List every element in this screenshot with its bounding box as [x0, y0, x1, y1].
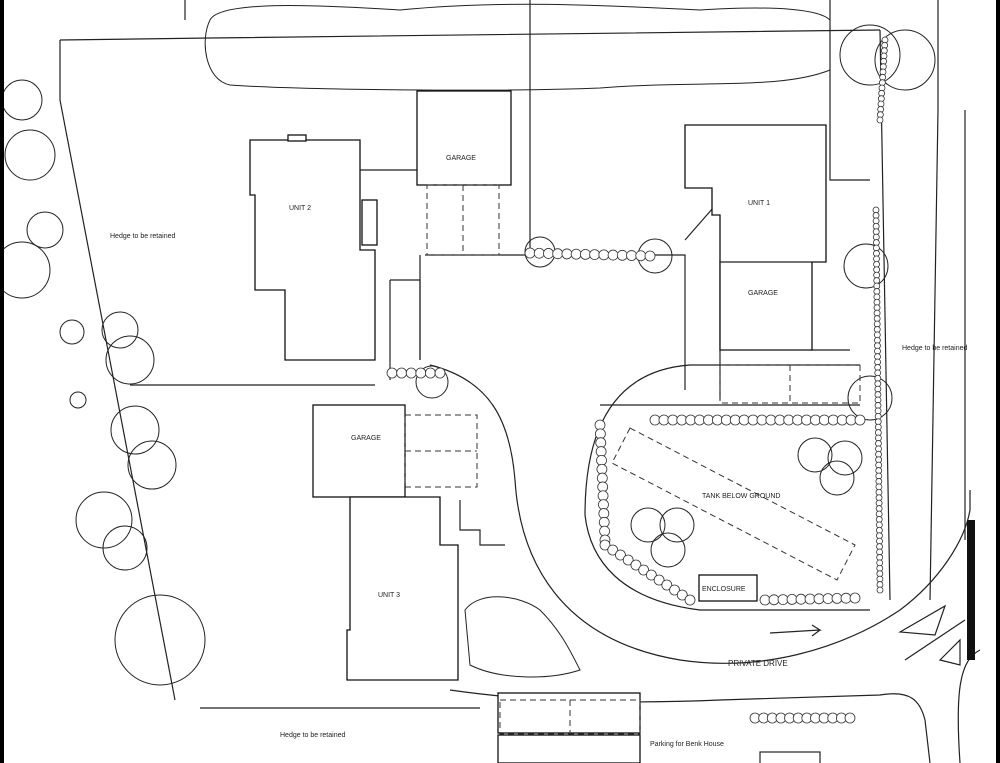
label-garage-2: GARAGE: [748, 290, 778, 297]
hedge-shrub: [386, 367, 398, 379]
hedge-shrub: [765, 414, 777, 426]
hedge-shrub: [589, 249, 601, 261]
unit-3-building: [346, 496, 459, 681]
hedge-shrub: [598, 249, 610, 261]
label-garage-1: GARAGE: [446, 155, 476, 162]
hedge-shrub: [827, 414, 839, 426]
hedge-shrub: [685, 414, 697, 426]
hedge-shrub: [424, 367, 436, 379]
hedge-shrub: [615, 549, 626, 561]
hedge-shrub: [845, 414, 857, 426]
hedge-shrub: [616, 249, 628, 261]
unit-1-building: [684, 124, 827, 351]
hedge-shrub: [653, 574, 665, 586]
hedge-shrub: [552, 248, 564, 260]
hedge-shrub: [795, 593, 807, 605]
hedge-shrub: [645, 569, 657, 581]
hedge-shrub: [543, 248, 554, 259]
hedge-shrub: [694, 414, 705, 426]
hedge-shrub: [669, 584, 680, 596]
tank-outline: [611, 427, 856, 581]
hedge-shrub: [876, 586, 884, 594]
hedge-shrub: [661, 579, 673, 591]
hedge-shrub: [579, 248, 591, 260]
hedge-shrub: [836, 414, 848, 426]
hedge-shrub: [792, 414, 804, 426]
hedge-shrub: [768, 594, 780, 606]
hedge-shrub: [676, 589, 688, 601]
hedge-shrub: [844, 712, 856, 724]
hedge-shrub: [822, 593, 834, 604]
label-enclosure: ENCLOSURE: [702, 586, 746, 593]
label-unit-2: UNIT 2: [289, 205, 311, 212]
buildings: [249, 90, 827, 763]
label-hedge-east: Hedge to be retained: [902, 345, 967, 352]
hedge-shrub: [813, 593, 825, 605]
hedge-shrub: [774, 414, 786, 426]
hedge-shrub: [854, 414, 866, 426]
hedge-shrub: [738, 414, 750, 426]
hedge-shrub: [759, 594, 771, 606]
label-private-drive: PRIVATE DRIVE: [728, 659, 788, 668]
hedge-shrub: [667, 414, 679, 426]
right-frame-border: [996, 0, 1000, 763]
label-unit-3: UNIT 3: [378, 592, 400, 599]
hedge-shrub: [786, 594, 798, 605]
left-frame-border: [0, 0, 4, 763]
hedge-shrub: [622, 554, 634, 566]
hedge-shrub: [747, 414, 759, 426]
hedge-shrub: [831, 593, 843, 604]
hedge-shrub: [729, 414, 741, 426]
hedge-shrub: [711, 414, 723, 426]
hedge-shrub: [405, 367, 417, 379]
garage-3-building: [312, 404, 406, 498]
label-garage-3: GARAGE: [351, 435, 381, 442]
hedge-shrub: [658, 414, 670, 426]
label-hedge-west: Hedge to be retained: [110, 233, 175, 240]
hedge-shrub: [638, 564, 650, 576]
enclosure-box: [698, 574, 758, 602]
hedge-shrub: [801, 414, 812, 426]
hedge-shrub: [783, 414, 795, 426]
hedge-shrub: [644, 250, 656, 262]
hedge-shrub: [570, 248, 582, 260]
hedge-shrub: [396, 367, 408, 379]
hedge-shrub: [804, 593, 816, 605]
hedge-shrub: [849, 592, 861, 604]
hedge-shrub: [524, 247, 536, 259]
garage-1-building: [416, 90, 512, 186]
hedge-shrub: [635, 250, 647, 262]
hedge-shrub: [876, 116, 884, 124]
plan-labels: UNIT 2 GARAGE UNIT 1 GARAGE GARAGE UNIT …: [110, 155, 967, 748]
hedge-shrub: [756, 414, 768, 426]
hedge-shrub: [810, 414, 821, 426]
hedges: [386, 36, 889, 724]
hedge-shrub: [676, 414, 688, 426]
label-tank: TANK BELOW GROUND: [702, 493, 780, 500]
hedge-shrub: [434, 367, 446, 379]
hedge-shrub: [818, 414, 830, 426]
site-boundaries: [59, 0, 966, 709]
hedge-shrub: [607, 544, 619, 556]
hedge-shrub: [561, 248, 573, 260]
hedge-shrub: [703, 414, 714, 426]
parking-bays: [404, 184, 861, 735]
hedge-shrub: [720, 414, 732, 426]
label-unit-1: UNIT 1: [748, 200, 770, 207]
label-parking: Parking for Benk House: [650, 741, 724, 748]
hedge-shrub: [777, 594, 789, 605]
hedge-shrub: [626, 250, 637, 261]
hedge-shrub: [607, 249, 619, 261]
hedge-shrub: [684, 594, 696, 606]
unit-2-building: [249, 139, 376, 361]
hedge-shrub: [533, 247, 545, 259]
hedge-shrub: [649, 414, 661, 426]
hedge-shrub: [599, 539, 611, 551]
hedge-shrub: [415, 367, 427, 379]
hedge-shrub: [840, 592, 852, 604]
label-hedge-south: Hedge to be retained: [280, 732, 345, 739]
hedge-shrub: [630, 559, 642, 571]
